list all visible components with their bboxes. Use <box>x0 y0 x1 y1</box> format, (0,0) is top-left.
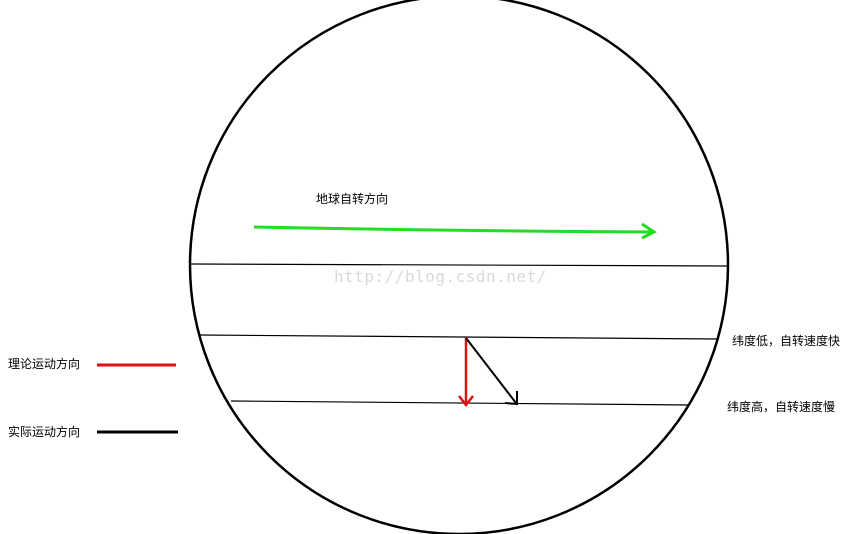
earth-rotation-arrowhead <box>641 222 657 240</box>
latitude-line-low <box>199 334 719 340</box>
earth-rotation-arrow <box>253 225 655 234</box>
theoretical-arrowhead <box>458 395 474 408</box>
legend: 理论运动方向 实际运动方向 <box>8 356 178 439</box>
low-latitude-label: 纬度低，自转速度快 <box>732 333 840 348</box>
high-latitude-label: 纬度高，自转速度慢 <box>727 399 835 414</box>
earth-rotation-label: 地球自转方向 <box>316 191 388 206</box>
actual-arrow <box>465 337 517 404</box>
legend-theoretical-label: 理论运动方向 <box>8 356 80 371</box>
latitude-line-high <box>230 400 690 406</box>
watermark-text: http://blog.csdn.net/ <box>334 267 547 286</box>
legend-actual-label: 实际运动方向 <box>8 424 80 439</box>
latitude-line-upper <box>189 263 728 267</box>
earth-circle <box>188 0 730 534</box>
actual-arrowhead <box>504 391 518 406</box>
